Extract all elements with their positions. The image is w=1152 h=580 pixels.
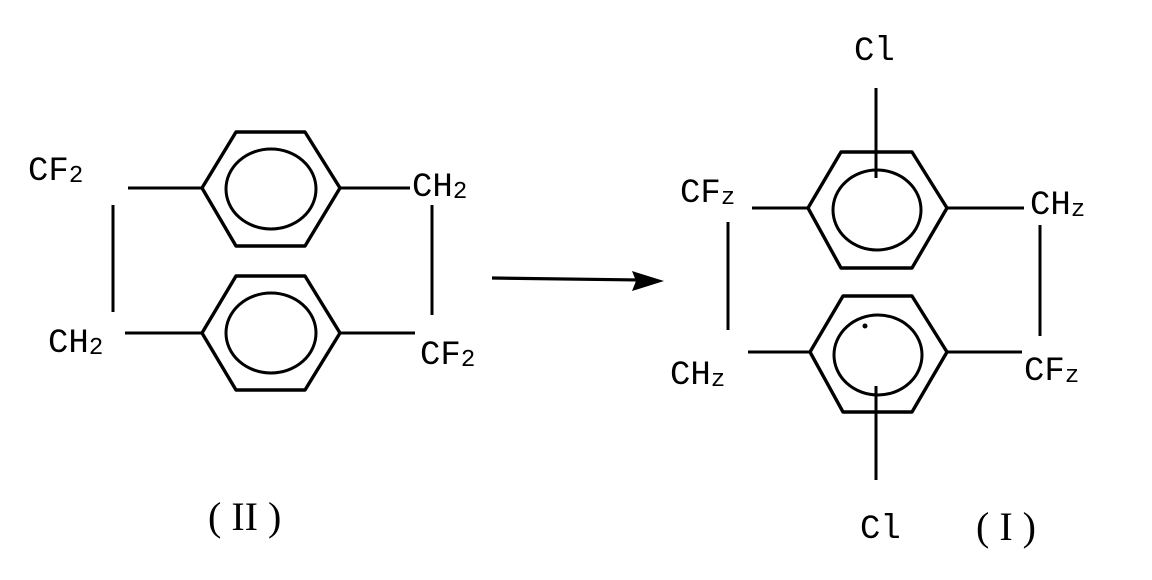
reactant-molecule: CF2 CH2 CH2 CF2 ( II ) <box>28 132 475 539</box>
reactant-upper-ring-circle <box>226 149 316 229</box>
product-substituent-bottom: Cl <box>860 511 901 549</box>
product-group-bottom-right: CFz <box>1024 353 1079 391</box>
product-substituent-top: Cl <box>854 33 895 71</box>
reactant-lower-ring-circle <box>226 293 316 373</box>
product-group-top-right: CHz <box>1030 187 1085 225</box>
arrow-head <box>632 271 664 291</box>
product-group-top-left: CFz <box>680 175 735 213</box>
reactant-group-bottom-left: CH2 <box>48 325 103 363</box>
product-group-bottom-left: CHz <box>670 357 725 395</box>
product-caption: ( I ) <box>976 504 1036 549</box>
product-molecule: Cl Cl CFz CHz CHz CFz ( I ) <box>670 33 1085 549</box>
product-lower-ring-circle <box>834 315 922 395</box>
reactant-group-top-right: CH2 <box>412 169 467 207</box>
reactant-group-top-left: CF2 <box>28 153 83 191</box>
reactant-caption: ( II ) <box>208 494 281 539</box>
product-upper-ring-circle <box>833 170 921 250</box>
product-ring-dot <box>863 324 868 329</box>
reaction-arrow <box>492 271 664 291</box>
reactant-group-bottom-right: CF2 <box>420 337 475 375</box>
